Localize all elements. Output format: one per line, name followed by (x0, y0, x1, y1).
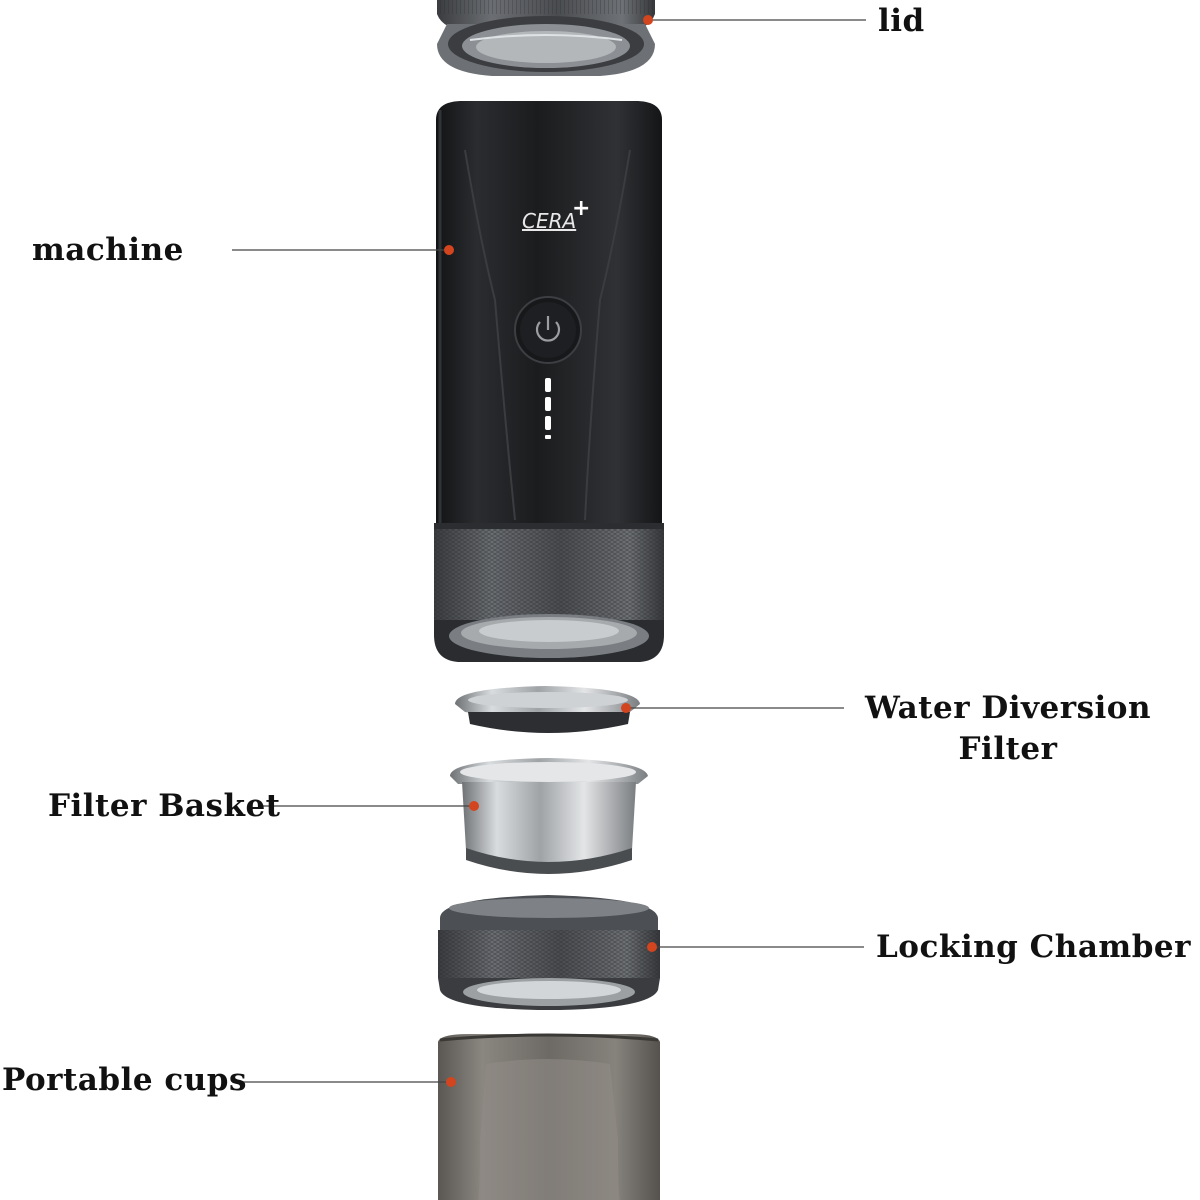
label-locking-chamber: Locking Chamber (876, 929, 1191, 965)
power-button[interactable] (514, 296, 582, 364)
label-portable-cups: Portable cups (2, 1062, 247, 1098)
leader-line-filter-basket (258, 801, 479, 811)
lid-part (437, 0, 655, 76)
marker-dot-water-diversion-filter (621, 703, 631, 713)
filter-basket-part (450, 758, 648, 874)
marker-dot-lid (643, 15, 653, 25)
marker-dot-locking-chamber (647, 942, 657, 952)
locking-chamber-part (438, 895, 660, 1010)
brand-logo-mark: + (572, 196, 590, 221)
leader-line-portable-cups (232, 1077, 456, 1087)
leader-line-machine (232, 245, 454, 255)
leader-line-locking-chamber (647, 942, 864, 952)
water-diversion-filter-part (455, 686, 640, 733)
portable-cup-part (438, 1033, 660, 1200)
leader-line-lid (643, 15, 866, 25)
marker-dot-filter-basket (469, 801, 479, 811)
indicator-leds (545, 378, 551, 439)
leader-line-water-diversion-filter (621, 703, 844, 713)
brand-logo: CERA (522, 209, 576, 233)
label-machine: machine (32, 232, 184, 268)
marker-dot-portable-cups (446, 1077, 456, 1087)
label-water-diversion-filter-line1: Water Diversion (864, 690, 1152, 726)
label-lid: lid (878, 3, 925, 39)
marker-dot-machine (444, 245, 454, 255)
power-icon (535, 316, 561, 342)
label-water-diversion-filter-line2: Filter (958, 731, 1058, 767)
label-filter-basket: Filter Basket (48, 788, 281, 824)
